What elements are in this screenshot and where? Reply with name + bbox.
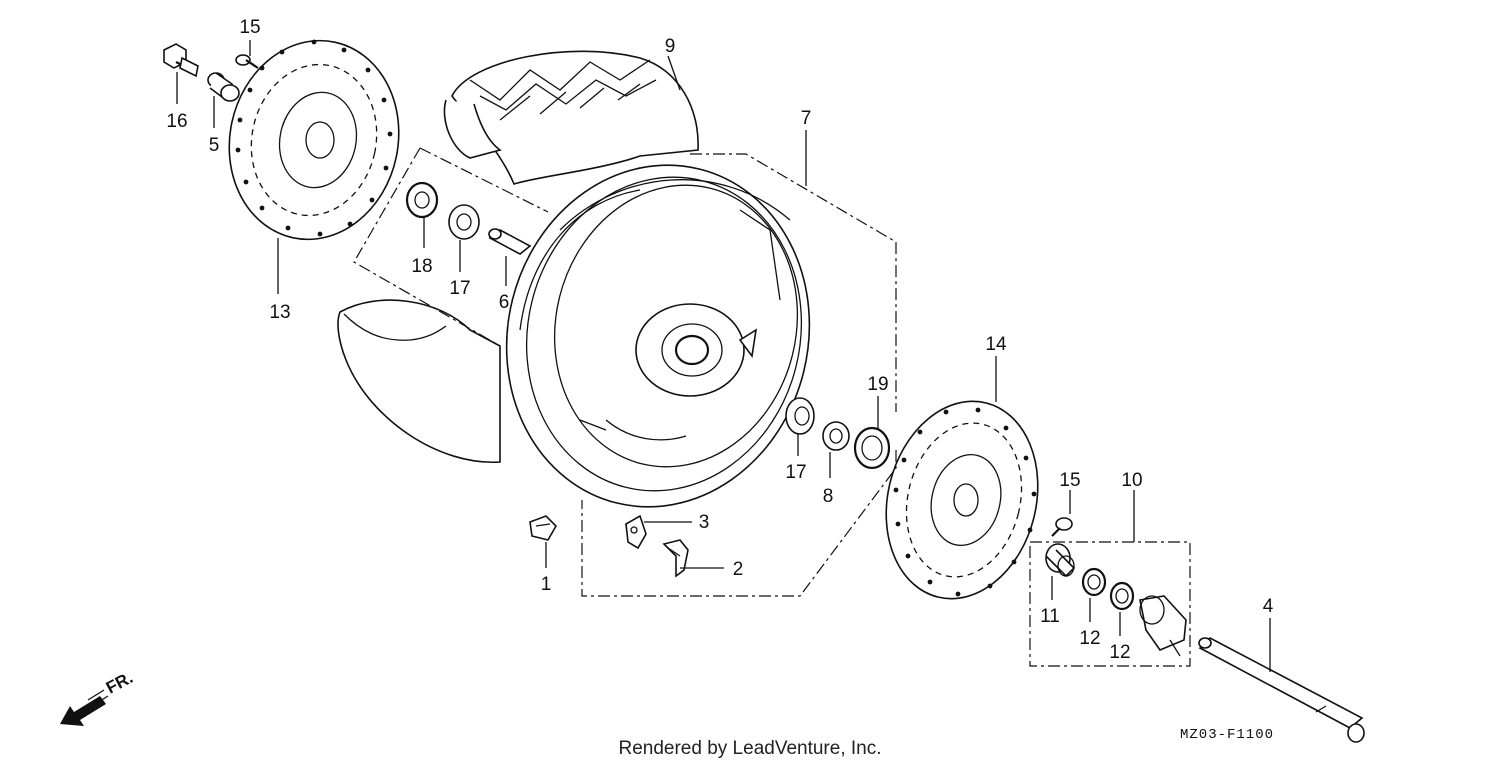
collar-5 <box>207 72 240 102</box>
credit-text: Rendered by LeadVenture, Inc. <box>618 738 881 759</box>
callout-11: 11 <box>1040 606 1060 627</box>
washer-12-a <box>1081 567 1107 597</box>
callout-13: 13 <box>269 302 290 323</box>
dust-seal-19 <box>853 426 891 470</box>
callout-17-right: 17 <box>785 462 806 483</box>
bolt-15-top <box>235 54 259 69</box>
callout-15-top: 15 <box>239 17 260 38</box>
callout-19: 19 <box>867 374 888 395</box>
front-label: FR. <box>103 668 136 698</box>
brake-disc-13 <box>228 39 400 241</box>
callout-10: 10 <box>1121 470 1142 491</box>
assembly-outline-gearbox <box>1029 541 1191 667</box>
bearing-17-right <box>785 397 815 435</box>
callout-17-left: 17 <box>449 278 470 299</box>
callout-2: 2 <box>733 559 744 580</box>
callout-6: 6 <box>499 292 510 313</box>
clip-1 <box>529 515 557 541</box>
brake-disc-14 <box>885 400 1039 600</box>
callout-15-right: 15 <box>1059 470 1080 491</box>
callout-5: 5 <box>209 135 220 156</box>
callout-9: 9 <box>665 36 676 57</box>
wheel-rim-7 <box>505 164 811 508</box>
callout-3: 3 <box>699 512 710 533</box>
speedometer-gear-11 <box>1045 543 1076 578</box>
front-arrow-icon <box>60 696 106 726</box>
leader-lines <box>176 40 1271 672</box>
callout-4: 4 <box>1263 596 1274 617</box>
callout-8: 8 <box>823 486 834 507</box>
bolt-16 <box>163 43 199 78</box>
callout-18: 18 <box>411 256 432 277</box>
callout-12-a: 12 <box>1079 628 1100 649</box>
callout-1: 1 <box>541 574 552 595</box>
assembly-outline-wheel <box>353 147 897 597</box>
fender <box>337 299 501 463</box>
callout-7: 7 <box>801 108 812 129</box>
weight-3 <box>625 514 647 550</box>
speedometer-gearbox <box>1139 595 1187 657</box>
bearing-18 <box>405 181 439 219</box>
callout-16: 16 <box>166 111 187 132</box>
callout-12-b: 12 <box>1109 642 1130 663</box>
tire-9 <box>443 50 699 185</box>
callout-14: 14 <box>985 334 1007 355</box>
washer-12-b <box>1109 581 1135 611</box>
speedo-retainer-8 <box>822 421 850 451</box>
callout-labels: 15 16 5 13 18 17 6 9 7 14 19 17 8 15 10 … <box>166 17 1273 663</box>
bolt-15-right <box>1051 517 1073 537</box>
spacer-6 <box>488 228 532 255</box>
valve-2 <box>662 539 689 578</box>
axle-4 <box>1198 637 1365 743</box>
diagram-code: MZ03-F1100 <box>1180 727 1274 743</box>
bearing-17-left <box>448 204 480 240</box>
front-direction-marker: FR. <box>60 668 136 726</box>
